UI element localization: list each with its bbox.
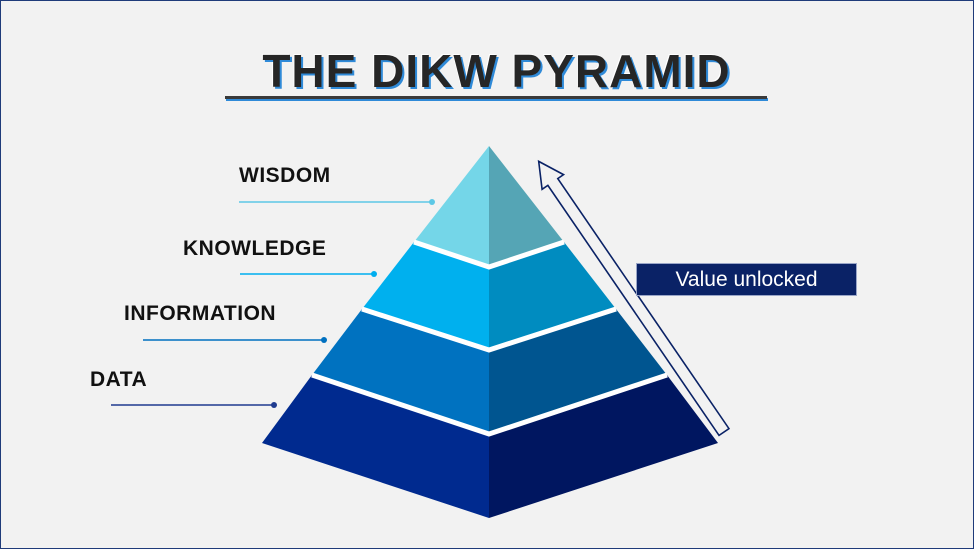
pyramid-separator	[413, 239, 565, 270]
pyramid-knowledge-left-face	[362, 242, 489, 350]
label-knowledge: KNOWLEDGE	[183, 237, 327, 260]
pyramid-data-right-face	[489, 375, 718, 518]
value-arrow	[537, 159, 731, 437]
pyramid-information-left-face	[312, 309, 489, 434]
pyramid-separator	[311, 372, 668, 437]
page-title: THE DIKW PYRAMID	[262, 45, 731, 97]
title-underline	[225, 96, 767, 99]
connector-dot-data	[271, 402, 277, 408]
pyramid-wisdom-left-face	[414, 146, 489, 267]
pyramid-data-left-face	[262, 375, 489, 518]
pyramid-knowledge-right-face	[489, 242, 616, 350]
label-wisdom: WISDOM	[239, 164, 331, 187]
connector-dot-knowledge	[371, 271, 377, 277]
connector-dot-wisdom	[429, 199, 435, 205]
label-data: DATA	[90, 368, 148, 391]
value-unlocked-label: Value unlocked	[636, 263, 857, 296]
pyramid-wisdom-right-face	[489, 146, 564, 267]
pyramid-separator	[361, 306, 617, 353]
label-information: INFORMATION	[124, 302, 277, 325]
pyramid-information-right-face	[489, 309, 667, 434]
connector-dot-information	[321, 337, 327, 343]
